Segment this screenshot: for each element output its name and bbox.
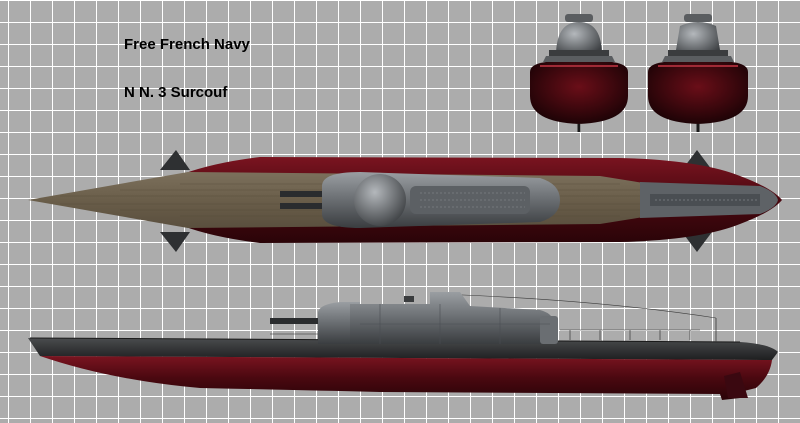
section-view-rear [648,14,748,132]
navy-title: Free French Navy [124,36,250,53]
section-view-front [530,14,628,132]
ship-name-title: N N. 3 Surcouf [124,84,228,101]
submarine-side-view [28,292,778,400]
submarine-top-view [28,150,782,252]
